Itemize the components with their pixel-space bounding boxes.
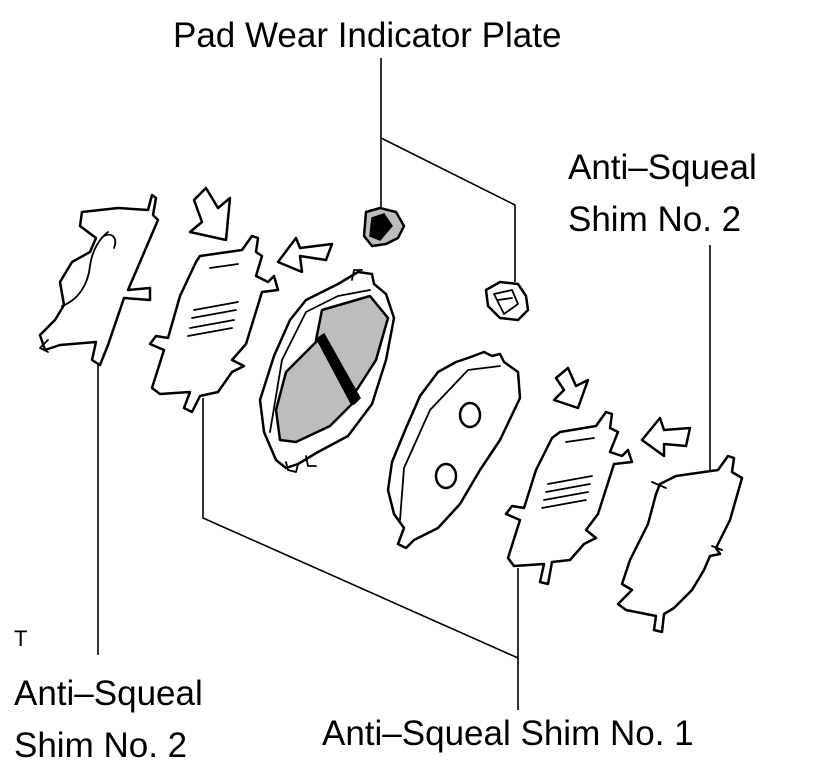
- label-shim1: Anti–Squeal Shim No. 1: [322, 714, 694, 753]
- arrow-icon: [552, 366, 590, 410]
- label-shim2-top-line1: Anti–Squeal: [568, 148, 757, 187]
- anti-squeal-shim-2-right-part: [616, 454, 744, 634]
- anti-squeal-shim-1-left-part: [148, 234, 280, 414]
- arrow-icon: [188, 186, 232, 242]
- arrow-icon: [276, 236, 334, 274]
- label-corner-mark: T: [14, 626, 28, 651]
- arrow-icon: [640, 416, 692, 458]
- pad-wear-indicator-plate-2: [484, 280, 530, 322]
- leader-lines: [97, 58, 711, 710]
- pad-wear-indicator-plate-1: [362, 206, 406, 248]
- label-shim2-bottom-line1: Anti–Squeal: [14, 674, 203, 713]
- brake-pad-backing-plate-part: [386, 350, 522, 550]
- leader-shim1: [202, 398, 519, 710]
- anti-squeal-shim-1-right-part: [504, 410, 634, 586]
- anti-squeal-shim-2-left-part: [38, 193, 160, 367]
- label-shim2-top-line2: Shim No. 2: [568, 200, 742, 239]
- label-pad-wear-indicator-plate: Pad Wear Indicator Plate: [173, 16, 562, 55]
- leader-wear-indicator: [380, 58, 516, 282]
- label-shim2-bottom-line2: Shim No. 2: [14, 726, 188, 765]
- brake-pad-left-part: [258, 269, 396, 473]
